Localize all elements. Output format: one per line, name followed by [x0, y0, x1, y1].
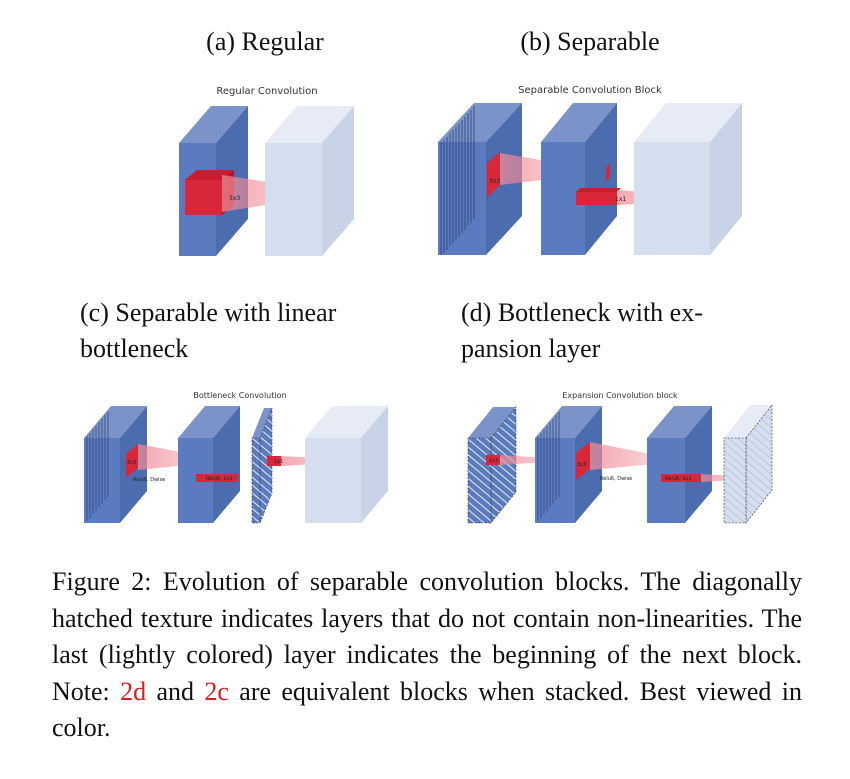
pwise-label: Relu6, 1x1 [665, 476, 692, 482]
dwise-output-block [178, 406, 240, 523]
hatched-input-block [467, 406, 517, 524]
dwise-label: 3x3 [577, 462, 586, 468]
dwise-kernel-3x3 [487, 152, 500, 198]
dwise-note: Relu6, Dwise [600, 476, 632, 482]
panel-b-caption: (b) Separable [520, 27, 660, 56]
panel-d-title: Expansion Convolution block [562, 391, 678, 400]
linear-bottleneck-hatched [251, 407, 273, 524]
caption-and: and [146, 676, 205, 706]
figure-caption: Figure 2: Evolution of separable convolu… [52, 564, 802, 747]
linear-label: 1x1 [274, 459, 283, 465]
pwise-label: 1x1 [615, 196, 626, 203]
dwise-label: 3x3 [127, 460, 136, 466]
panel-b-title: Separable Convolution Block [518, 85, 662, 96]
next-block-light [265, 106, 354, 256]
panel-c-caption-line1: (c) Separable with linear [80, 298, 337, 327]
dwise-output-block [647, 406, 712, 523]
pwise-label: Relu6, 1x1 [206, 476, 233, 482]
dwise-label: 3x3 [489, 178, 500, 185]
pwise-kernel-1x1 [661, 474, 701, 482]
dwise-output-block [541, 103, 617, 255]
next-block-light [305, 406, 388, 523]
panel-d-caption-line2: pansion layer [461, 334, 601, 363]
kernel-label: 3x3 [229, 195, 240, 202]
panel-a-title: Regular Convolution [216, 86, 318, 97]
dwise-kernel-3x3 [126, 444, 138, 478]
next-block-light [634, 103, 742, 255]
pwise-kernel-1x1 [196, 474, 238, 482]
ref-2c-link[interactable]: 2c [204, 676, 229, 706]
panel-c-caption-line2: bottleneck [80, 334, 189, 363]
panel-d-caption-line1: (d) Bottleneck with ex- [461, 298, 703, 327]
expand-label: 1x1 [489, 458, 498, 464]
panel-a-caption: (a) Regular [206, 27, 324, 56]
dwise-kernel-3x3 [576, 442, 590, 480]
pwise-kernel-1x1 [576, 188, 621, 205]
caption-text-1: Evolution of separable convolution block… [52, 567, 802, 706]
next-block-light-hatched [723, 404, 773, 524]
expand-kernel-1x1 [486, 455, 500, 465]
ref-2d-link[interactable]: 2d [120, 676, 147, 706]
dwise-note: Relu6, Dwise [133, 477, 165, 483]
dwise-point [606, 163, 610, 182]
caption-text-2: are equivalent blocks when stacked. Best… [52, 676, 803, 743]
figure-label: Figure 2: [52, 567, 152, 596]
linear-kernel-1x1 [267, 456, 281, 466]
panel-c-title: Bottleneck Convolution [193, 391, 287, 400]
